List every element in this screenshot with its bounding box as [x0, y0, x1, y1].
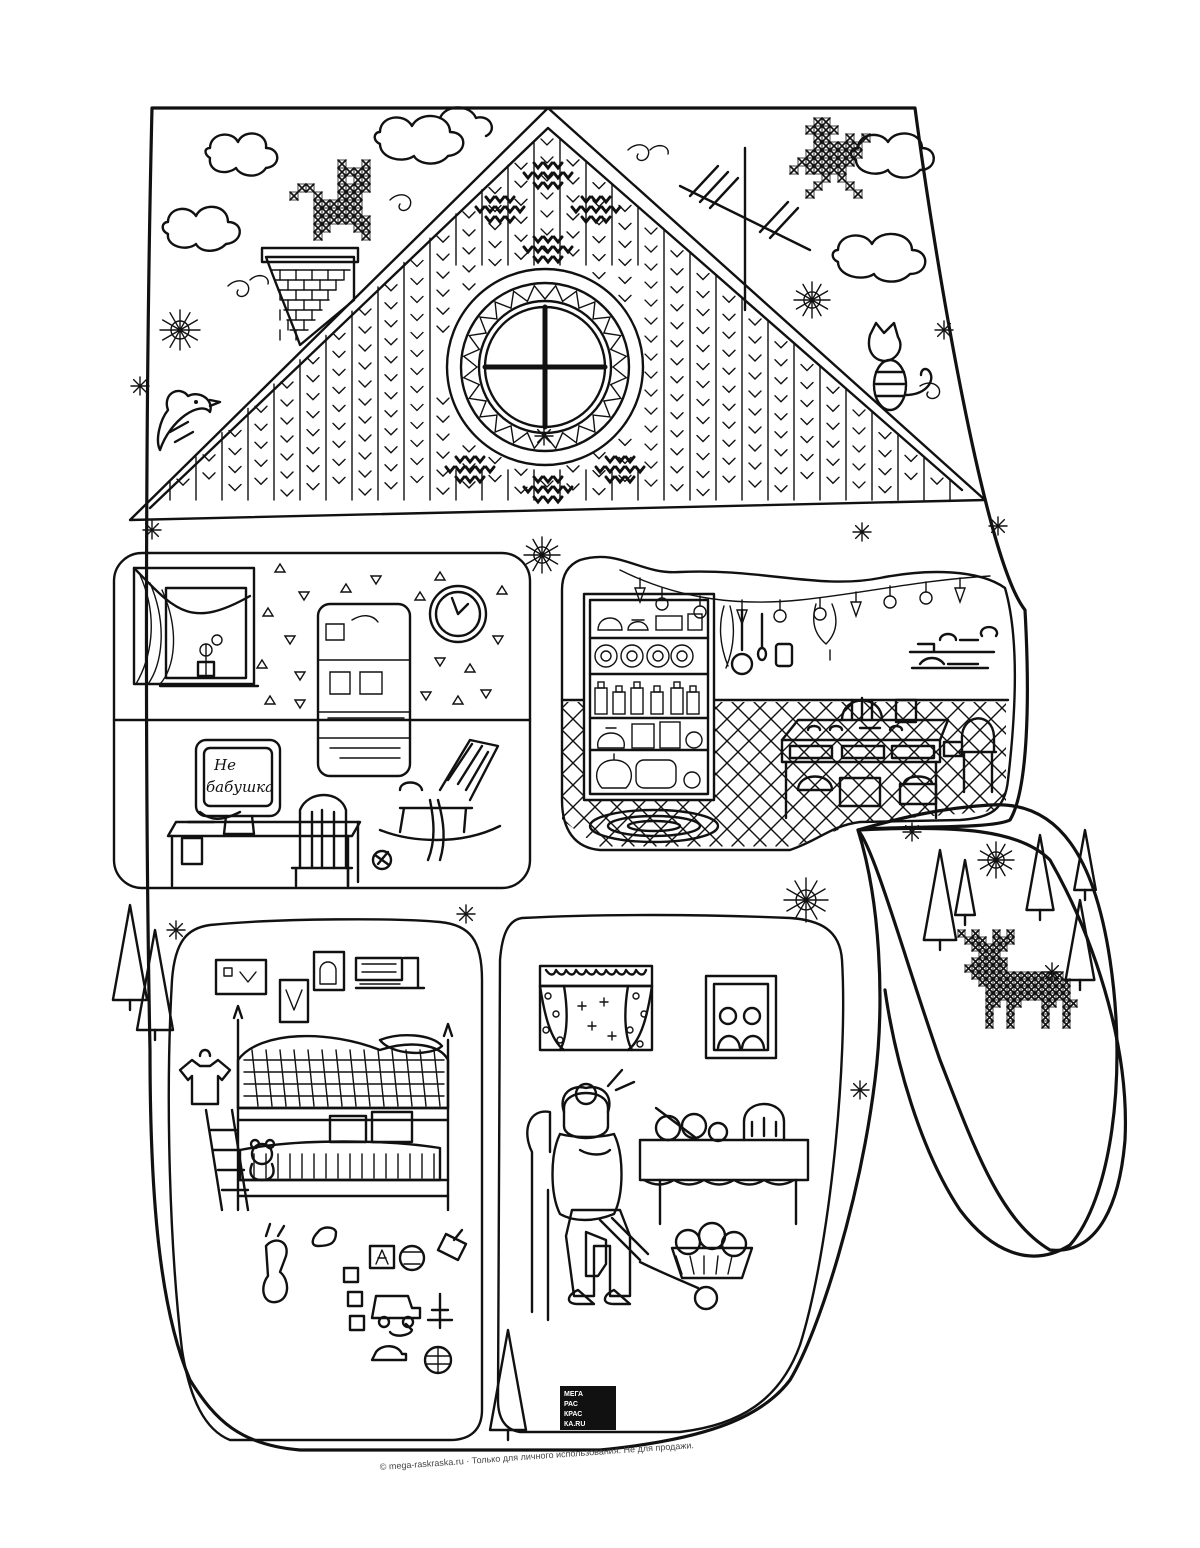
tree-icon: [1073, 828, 1097, 902]
monitor-sign-line1: Не: [213, 756, 236, 774]
tree-icon: [953, 858, 977, 927]
snowflake-icon: [977, 841, 1015, 879]
site-logo: МЕГА РАС КРАС КА.RU: [560, 1386, 616, 1430]
tree-icon: [135, 928, 175, 1042]
svg-text:КРАС: КРАС: [564, 1411, 582, 1418]
tree-icon: [488, 1328, 528, 1442]
svg-text:МЕГА: МЕГА: [564, 1391, 583, 1398]
ball-of-yarn-icon: [371, 849, 393, 871]
rocking-chair-icon: [378, 738, 502, 862]
footer-copyright: © mega-raskraska.ru · Только для личного…: [379, 1440, 694, 1472]
clock-icon: [428, 584, 488, 644]
svg-text:КА.RU: КА.RU: [564, 1421, 585, 1428]
yarn-basket: [670, 1221, 754, 1311]
kitchen-chair: [840, 696, 998, 794]
bunk-bed-icon: [204, 1004, 454, 1212]
rug: [588, 808, 720, 844]
snowflake-icon: [523, 536, 561, 574]
teddy-bear: [249, 1138, 276, 1182]
room-grandma: МЕГА РАС КРАС КА.RU: [496, 913, 845, 1434]
desk: [166, 810, 362, 888]
tree-icon: [111, 828, 1097, 1442]
snowflake-icon: [783, 877, 829, 923]
room-kitchen: [560, 555, 1016, 852]
family-portrait: [704, 974, 778, 1060]
garland: [619, 569, 991, 603]
cross-stitch-bird: [789, 117, 871, 199]
grandma-knitting: [526, 1068, 700, 1322]
deer-icon: [957, 929, 1078, 1029]
mitten-outline: [144, 106, 1128, 1452]
monitor-sign-line2: бабушка: [206, 778, 274, 796]
yarn-table: [638, 1102, 810, 1226]
room-living: Не бабушка: [112, 551, 532, 890]
tree-icon: [111, 903, 149, 1012]
snowflake-icon: [159, 309, 201, 351]
cloud-icon: [161, 106, 935, 283]
wall-cabinet: [316, 602, 412, 778]
pantry-shelf: [582, 592, 716, 802]
round-window-outer: [445, 267, 645, 467]
svg-text:РАС: РАС: [564, 1401, 578, 1408]
round-window: [477, 299, 613, 435]
tree-icon: [1064, 898, 1096, 992]
cat-icon: [867, 321, 933, 412]
bird-icon: [156, 389, 222, 452]
computer-monitor: Не бабушка: [194, 738, 282, 836]
swirl-clouds: [227, 144, 941, 400]
tv-antenna: [678, 146, 812, 312]
chimney: [260, 159, 371, 347]
toys: [262, 1222, 468, 1375]
roof: [128, 106, 987, 522]
tree-icon: [922, 848, 958, 952]
chair: [290, 793, 354, 888]
room-kids: [167, 918, 484, 1442]
snowflake-icon: [793, 281, 831, 319]
tree-icon: [1025, 833, 1055, 922]
window-curtains: [538, 964, 654, 1052]
thumb-outline: [856, 803, 1119, 1258]
